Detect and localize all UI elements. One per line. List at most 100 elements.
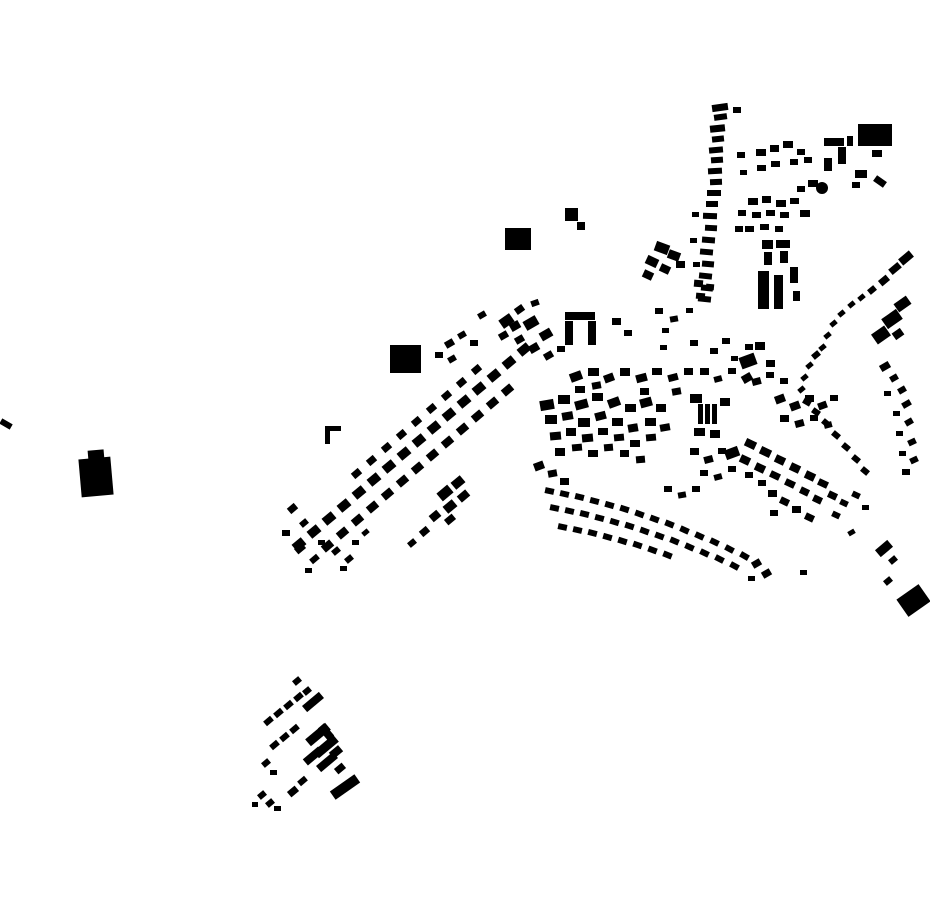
building-footprint [778, 496, 791, 507]
building-footprint [588, 450, 598, 457]
building-footprint [803, 512, 816, 523]
building-footprint [604, 500, 615, 510]
building-footprint [704, 224, 718, 232]
building-footprint [635, 455, 646, 464]
building-footprint [770, 145, 779, 152]
building-footprint [577, 222, 585, 230]
building-footprint [881, 308, 903, 330]
building-footprint [410, 461, 425, 475]
building-footprint [581, 433, 594, 443]
building-footprint [824, 158, 832, 171]
building-footprint [639, 526, 650, 536]
building-footprint [909, 455, 919, 465]
building-footprint [591, 381, 602, 390]
building-footprint [904, 417, 914, 427]
building-footprint [654, 531, 665, 541]
building-footprint [804, 157, 812, 163]
building-footprint [788, 462, 802, 474]
building-footprint [705, 283, 715, 291]
building-footprint [624, 330, 632, 336]
building-footprint [568, 370, 584, 383]
building-footprint [447, 354, 457, 364]
building-footprint [766, 360, 775, 367]
building-footprint [456, 394, 472, 409]
building-footprint [647, 545, 658, 555]
building-footprint [78, 456, 114, 498]
building-footprint [265, 798, 275, 808]
building-footprint [901, 399, 912, 409]
building-footprint [776, 240, 790, 248]
building-footprint [790, 198, 799, 204]
building-footprint [640, 388, 649, 395]
building-footprint [707, 167, 723, 175]
building-footprint [565, 312, 595, 320]
building-footprint [508, 320, 522, 332]
building-footprint [302, 686, 312, 696]
building-footprint [575, 386, 585, 393]
building-footprint [720, 398, 730, 406]
building-footprint [455, 422, 470, 436]
building-footprint [872, 150, 882, 157]
building-footprint [830, 395, 838, 401]
building-footprint [776, 200, 786, 207]
building-footprint [724, 544, 735, 554]
building-footprint [803, 470, 817, 482]
building-footprint [798, 486, 811, 497]
building-footprint [426, 420, 442, 435]
building-footprint [733, 107, 741, 113]
building-footprint [805, 361, 814, 370]
building-footprint [837, 309, 846, 318]
building-footprint [824, 138, 844, 146]
building-footprint [737, 152, 745, 158]
building-footprint [350, 467, 363, 480]
building-footprint [407, 538, 417, 548]
building-footprint [297, 775, 308, 787]
building-footprint [700, 470, 708, 476]
building-footprint [390, 345, 421, 373]
building-footprint [273, 707, 284, 719]
building-footprint [588, 321, 596, 345]
building-footprint [794, 418, 805, 429]
building-footprint [380, 441, 393, 454]
building-footprint [302, 691, 324, 713]
building-footprint [574, 398, 589, 411]
round-building-footprint [816, 182, 828, 194]
building-footprint [693, 262, 700, 267]
building-footprint [774, 275, 783, 309]
building-footprint [831, 510, 841, 520]
building-footprint [516, 342, 532, 357]
building-footprint [329, 774, 361, 800]
building-footprint [679, 525, 690, 535]
building-footprint [738, 454, 752, 466]
building-footprint [561, 411, 574, 421]
building-footprint [602, 532, 613, 542]
building-footprint [527, 342, 541, 354]
building-footprint [293, 542, 307, 555]
building-footprint [684, 368, 693, 375]
building-footprint [559, 490, 570, 498]
building-footprint [87, 449, 105, 461]
building-footprint [676, 261, 685, 268]
building-footprint [486, 368, 502, 383]
building-footprint [542, 350, 555, 361]
building-footprint [532, 460, 546, 472]
building-footprint [852, 182, 860, 188]
building-footprint [800, 210, 810, 217]
building-footprint [289, 723, 300, 735]
building-footprint [497, 330, 510, 341]
building-footprint [470, 409, 485, 423]
building-footprint [773, 393, 787, 405]
building-footprint [352, 540, 359, 545]
building-footprint [440, 435, 455, 449]
building-footprint [745, 472, 753, 478]
building-footprint [325, 426, 341, 431]
building-footprint [645, 418, 656, 426]
building-footprint [257, 790, 267, 800]
building-footprint [690, 448, 699, 455]
building-footprint [365, 500, 380, 514]
building-footprint [396, 446, 412, 461]
building-footprint [671, 387, 682, 396]
building-footprint [0, 418, 13, 430]
building-footprint [455, 376, 468, 389]
building-footprint [592, 393, 603, 401]
